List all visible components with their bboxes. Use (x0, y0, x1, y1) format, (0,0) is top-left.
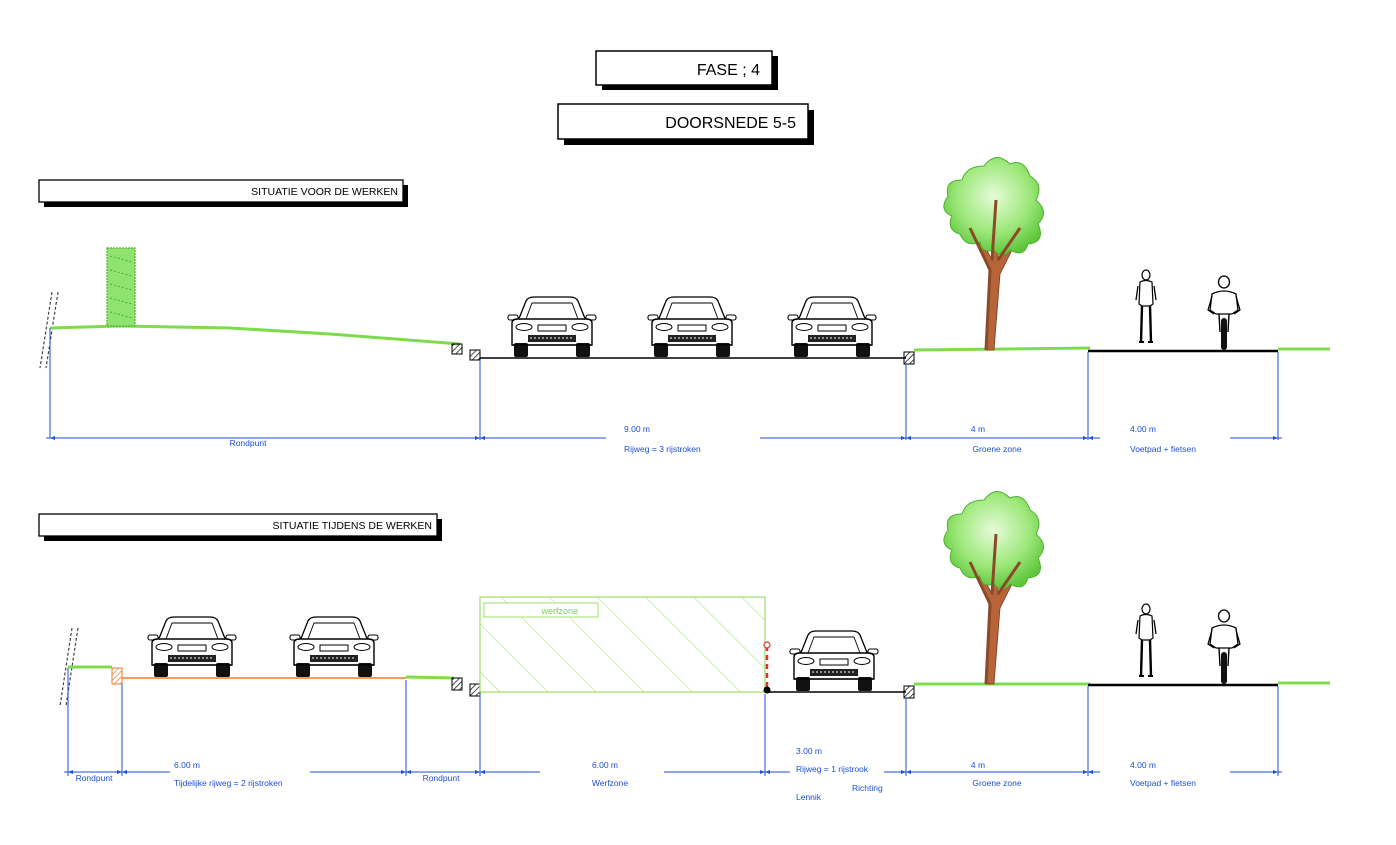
car-icon (507, 296, 597, 358)
during-title-box: SITUATIE TIJDENS DE WERKEN (38, 513, 442, 541)
car-icon (147, 616, 237, 678)
dim-road-label: Rijweg = 3 rijstroken (624, 444, 701, 454)
dim-lane-label: Rijweg = 1 rijstrook (796, 764, 869, 774)
dim-path-label: Voetpad + fietsen (1130, 444, 1196, 454)
during-section: SITUATIE TIJDENS DE WERKEN werfzone (38, 489, 1330, 802)
during-dimensions (64, 680, 1282, 780)
car-icon (787, 296, 877, 358)
before-title: SITUATIE VOOR DE WERKEN (251, 186, 398, 198)
temporary-kerb-icon (111, 667, 123, 685)
kerb-icon (469, 683, 481, 697)
dim-road-width: 9.00 m (624, 424, 650, 434)
cyclist-icon (1207, 275, 1241, 351)
car-icon (289, 616, 379, 678)
dim-direction: Richting (852, 783, 883, 793)
dim-path-width: 4.00 m (1130, 760, 1156, 770)
dim-temp-label: Tijdelijke rijweg = 2 rijstroken (174, 778, 283, 788)
kerb-icon (451, 343, 463, 355)
section-title: DOORSNEDE 5-5 (665, 115, 796, 132)
worksite-tag: werfzone (540, 606, 578, 616)
dim-temp-width: 6.00 m (174, 760, 200, 770)
green-zone-grass (913, 346, 1091, 352)
phase-title: FASE ; 4 (697, 62, 760, 79)
dim-green-width: 4 m (971, 760, 985, 770)
car-icon (647, 296, 737, 358)
car-icon (789, 630, 879, 692)
dim-work-width: 6.00 m (592, 760, 618, 770)
dim-green-label: Groene zone (972, 444, 1021, 454)
dim-green-label: Groene zone (972, 778, 1021, 788)
kerb-icon (469, 349, 481, 361)
phase-title-box: FASE ; 4 (595, 50, 778, 90)
dim-path-width: 4.00 m (1130, 424, 1156, 434)
kerb-icon (903, 685, 915, 699)
kerb-icon (903, 351, 915, 365)
dim-work-label: Werfzone (592, 778, 628, 788)
during-title: SITUATIE TIJDENS DE WERKEN (273, 520, 432, 532)
tree-icon (942, 489, 1046, 686)
dim-town: Lennik (796, 792, 822, 802)
dim-rondpunt-mid: Rondpunt (423, 773, 461, 783)
before-dimensions (46, 352, 1282, 446)
tree-icon (942, 155, 1046, 352)
boundary-marker-icon (39, 291, 59, 369)
dim-rondpunt-left: Rondpunt (76, 773, 114, 783)
pedestrian-icon (1134, 268, 1158, 344)
pedestrian-icon (1134, 602, 1158, 678)
grass-edge (405, 675, 455, 680)
before-title-box: SITUATIE VOOR DE WERKEN (38, 179, 408, 207)
before-section: SITUATIE VOOR DE WERKEN (38, 155, 1330, 454)
dim-green-width: 4 m (971, 424, 985, 434)
dim-path-label: Voetpad + fietsen (1130, 778, 1196, 788)
dim-rondpunt: Rondpunt (230, 438, 268, 448)
grass-slope (49, 324, 461, 346)
dim-lane-width: 3.00 m (796, 746, 822, 756)
kerb-icon (451, 677, 463, 691)
worksite-zone: werfzone (479, 596, 766, 693)
section-title-box: DOORSNEDE 5-5 (557, 103, 814, 145)
cyclist-icon (1207, 609, 1241, 685)
hedge-icon (106, 247, 136, 327)
